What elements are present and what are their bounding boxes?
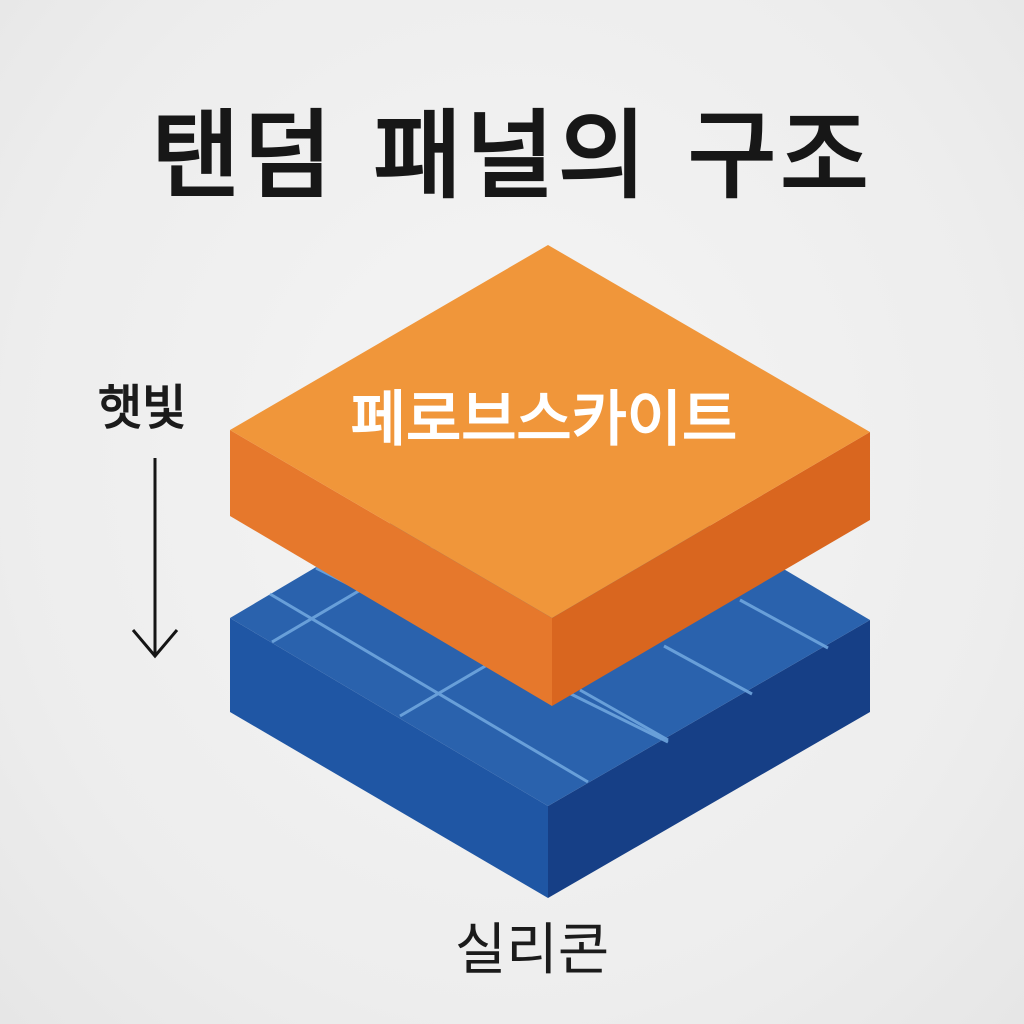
perovskite-layer: 페로브스카이트 (230, 245, 870, 706)
perovskite-top-face (230, 245, 870, 618)
perovskite-label: 페로브스카이트 (351, 385, 737, 455)
silicon-left-face (230, 618, 548, 898)
silicon-label: 실리콘 (454, 918, 610, 983)
arrow-down-icon (131, 458, 179, 659)
diagram-title: 탠덤 패널의 구조 (151, 100, 873, 212)
silicon-right-face (548, 620, 870, 898)
perovskite-left-face (230, 430, 552, 706)
sunlight-label: 햇빛 (98, 380, 187, 436)
perovskite-right-face (552, 432, 870, 706)
